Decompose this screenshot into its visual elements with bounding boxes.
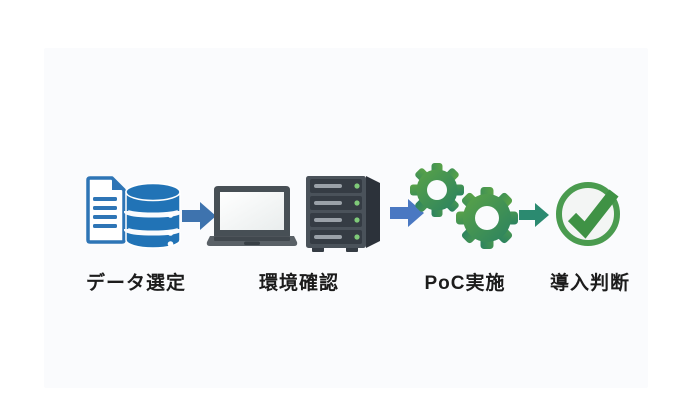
gear-hole	[475, 206, 499, 230]
document-fold	[112, 178, 124, 190]
database-dots	[167, 212, 174, 247]
gears-icon	[410, 163, 518, 249]
database-top	[125, 182, 181, 202]
step-label: データ選定	[85, 273, 186, 294]
flow-arrow-3	[519, 203, 549, 227]
laptop-screen	[220, 192, 284, 230]
document-lines	[93, 197, 117, 228]
step-label: PoC実施	[424, 273, 506, 294]
flow-arrow-1	[182, 202, 216, 230]
check-mark	[567, 189, 619, 239]
server-slots	[314, 184, 342, 239]
gear-hole	[427, 180, 447, 200]
server-icon	[306, 176, 380, 252]
step-label: 環境確認	[258, 273, 339, 294]
arrow-right-icon	[519, 203, 549, 227]
laptop-keyboard	[214, 236, 290, 241]
server-bays	[310, 179, 362, 244]
database-icon	[124, 182, 182, 249]
step-label: 導入判断	[549, 273, 630, 294]
server-led-icons	[354, 183, 360, 240]
database-gaps	[124, 209, 182, 236]
laptop-icon	[206, 186, 298, 246]
check-circle-icon	[556, 182, 620, 246]
document-icon	[86, 176, 126, 244]
server-side	[366, 176, 380, 248]
server-feet	[312, 247, 358, 252]
laptop-notch	[244, 241, 260, 245]
arrow-right-icon	[182, 202, 216, 230]
